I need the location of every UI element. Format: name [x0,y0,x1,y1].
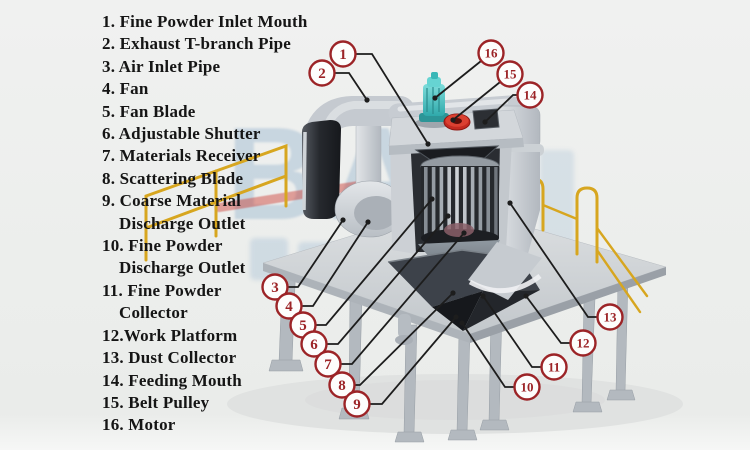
callout-number-7: 7 [324,357,332,373]
belt-pulley [443,113,471,131]
legend-line: 4. Fan [102,79,149,99]
legend-line: 2. Exhaust T-branch Pipe [102,34,292,54]
callout-circle-11 [540,353,568,381]
legend-line: 5. Fan Blade [102,101,196,121]
callout-number-11: 11 [548,360,560,375]
legend-line: Discharge Outlet [119,213,246,233]
legend-line: 7. Materials Receiver [102,146,261,166]
leader-dot-2 [364,97,370,103]
legend-line: Collector [119,303,188,323]
motor [415,72,453,128]
collector-chute [468,242,542,300]
legend-line: Discharge Outlet [119,258,246,278]
legend-line: 8. Scattering Blade [102,168,244,188]
callout-circle-4 [275,292,303,320]
legend-line: 10. Fine Powder [102,236,223,256]
callout-circle-2 [308,59,336,87]
leader-dot-6 [445,213,451,219]
leader-line-5 [303,198,433,326]
callout-number-15: 15 [504,67,518,82]
callout-circle-3 [261,273,289,301]
callout-circle-10 [513,373,541,401]
watermark-glyph [540,150,574,245]
callout-number-2: 2 [318,66,326,82]
legend-line: 15. Belt Pulley [102,392,210,412]
legend-line: 16. Motor [102,415,176,435]
leader-dot-11 [480,293,486,299]
legend-line: 12.Work Platform [102,325,238,345]
railing-left [144,143,288,262]
callout-number-5: 5 [299,318,307,334]
callout-number-13: 13 [604,310,618,325]
legend-line: 14. Feeding Mouth [102,370,242,390]
callout-circle-9 [343,390,371,418]
legend-line: 11. Fine Powder [102,280,222,300]
callout-number-8: 8 [338,378,346,394]
leader-line-6 [314,215,449,345]
leader-dot-7 [461,230,467,236]
leader-dot-9 [453,314,459,320]
legend-line: 1. Fine Powder Inlet Mouth [102,12,308,31]
parts-legend: 1. Fine Powder Inlet Mouth 2. Exhaust T-b… [102,11,308,437]
callout-circle-14 [516,81,544,109]
callout-circle-1 [329,40,357,68]
callout-number-6: 6 [310,337,318,353]
legend-line: 13. Dust Collector [102,348,237,368]
callout-number-10: 10 [521,380,534,395]
callout-number-1: 1 [339,47,347,63]
leader-dot-4 [365,219,371,225]
leader-line-1 [343,53,429,145]
leader-line-11 [482,295,554,368]
leader-dot-15 [450,117,456,123]
legend-line: 6. Adjustable Shutter [102,124,261,144]
callout-circle-7 [314,350,342,378]
callout-number-12: 12 [577,336,590,351]
callout-number-14: 14 [524,88,538,103]
leader-dot-16 [432,95,438,101]
leader-dot-5 [429,196,435,202]
callout-number-16: 16 [485,46,499,61]
leader-dot-3 [340,217,346,223]
callout-circle-15 [496,60,524,88]
callout-circle-8 [328,371,356,399]
leader-dot-13 [507,200,513,206]
callout-circle-13 [596,303,624,331]
leader-line-13 [509,202,610,318]
callout-circle-12 [569,329,597,357]
callout-number-3: 3 [271,280,279,296]
leader-line-9 [357,316,457,405]
legend-line: 9. Coarse Material [102,191,242,211]
leader-dot-8 [450,290,456,296]
callout-number-9: 9 [353,397,361,413]
callout-circle-6 [300,330,328,358]
legend-line: 3. Air Inlet Pipe [102,56,221,76]
leader-dot-12 [523,293,529,299]
leader-dot-1 [425,141,431,147]
leader-dot-10 [459,320,465,326]
callout-circle-16 [477,39,505,67]
leader-dot-14 [482,119,488,125]
callout-number-4: 4 [285,299,293,315]
